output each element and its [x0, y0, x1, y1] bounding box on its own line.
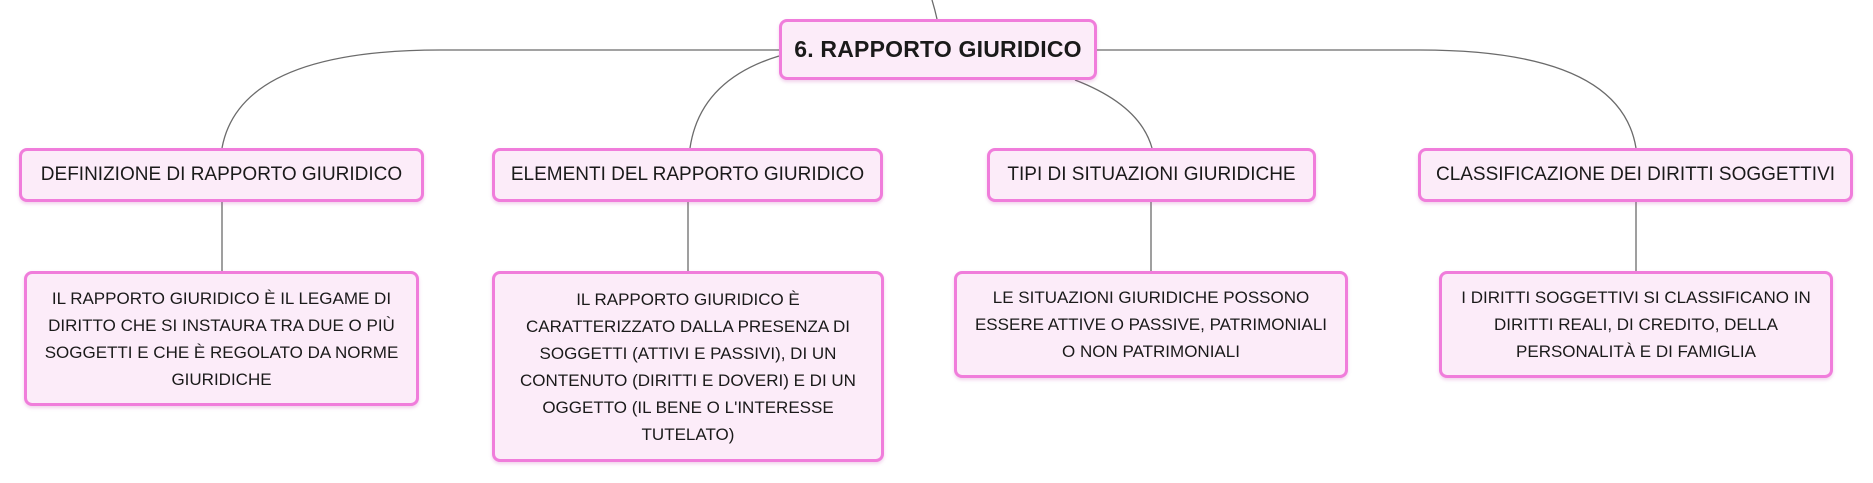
detail-node-text: I DIRITTI SOGGETTIVI SI CLASSIFICANO IN …: [1461, 288, 1811, 361]
branch-node-label: CLASSIFICAZIONE DEI DIRITTI SOGGETTIVI: [1435, 164, 1836, 185]
branch-node-elementi[interactable]: ELEMENTI DEL RAPPORTO GIURIDICO: [492, 148, 883, 202]
detail-node-classificazione[interactable]: I DIRITTI SOGGETTIVI SI CLASSIFICANO IN …: [1439, 271, 1833, 378]
detail-node-text: IL RAPPORTO GIURIDICO È CARATTERIZZATO D…: [520, 289, 856, 444]
branch-node-label: TIPI DI SITUAZIONI GIURIDICHE: [1007, 164, 1296, 185]
detail-node-elementi[interactable]: IL RAPPORTO GIURIDICO È CARATTERIZZATO D…: [492, 271, 884, 462]
connector-root-to-tipi: [1074, 79, 1153, 149]
detail-node-definizione[interactable]: IL RAPPORTO GIURIDICO È IL LEGAME DI DIR…: [24, 271, 419, 406]
detail-node-text: IL RAPPORTO GIURIDICO È IL LEGAME DI DIR…: [44, 288, 399, 389]
root-node-label: 6. RAPPORTO GIURIDICO: [794, 36, 1082, 62]
branch-node-definizione[interactable]: DEFINIZIONE DI RAPPORTO GIURIDICO: [19, 148, 424, 202]
branch-node-label: ELEMENTI DEL RAPPORTO GIURIDICO: [510, 164, 865, 185]
detail-node-text: LE SITUAZIONI GIURIDICHE POSSONO ESSERE …: [974, 288, 1328, 361]
connector-root-to-classificazione: [1097, 49, 1637, 149]
root-node[interactable]: 6. RAPPORTO GIURIDICO: [779, 19, 1097, 80]
branch-node-tipi[interactable]: TIPI DI SITUAZIONI GIURIDICHE: [987, 148, 1316, 202]
connector-root-to-elementi: [689, 55, 780, 149]
connector-parent-to-root: [931, 0, 938, 20]
connector-root-to-definizione: [221, 49, 779, 149]
detail-node-tipi[interactable]: LE SITUAZIONI GIURIDICHE POSSONO ESSERE …: [954, 271, 1348, 378]
branch-node-classificazione[interactable]: CLASSIFICAZIONE DEI DIRITTI SOGGETTIVI: [1418, 148, 1853, 202]
branch-node-label: DEFINIZIONE DI RAPPORTO GIURIDICO: [40, 164, 403, 185]
